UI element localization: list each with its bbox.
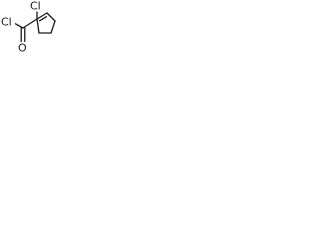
chemical-structure-diagram: Cl O Cl [1,0,56,55]
carbonyl-oxygen-label: O [18,42,27,55]
carbonyl-ring-bond [22,18,38,29]
acyl-chlorine-label: Cl [1,16,12,29]
ring-chlorine-label: Cl [30,0,41,13]
ring-bond-c1-c2 [36,12,48,20]
acyl-c-cl-bond [14,23,24,29]
ring-bond-c5-c1 [36,18,40,34]
ring-bond-c3-c4 [50,20,56,34]
ring-double-bond-inner [38,16,48,22]
ring-bond-c2-c3 [46,12,56,22]
